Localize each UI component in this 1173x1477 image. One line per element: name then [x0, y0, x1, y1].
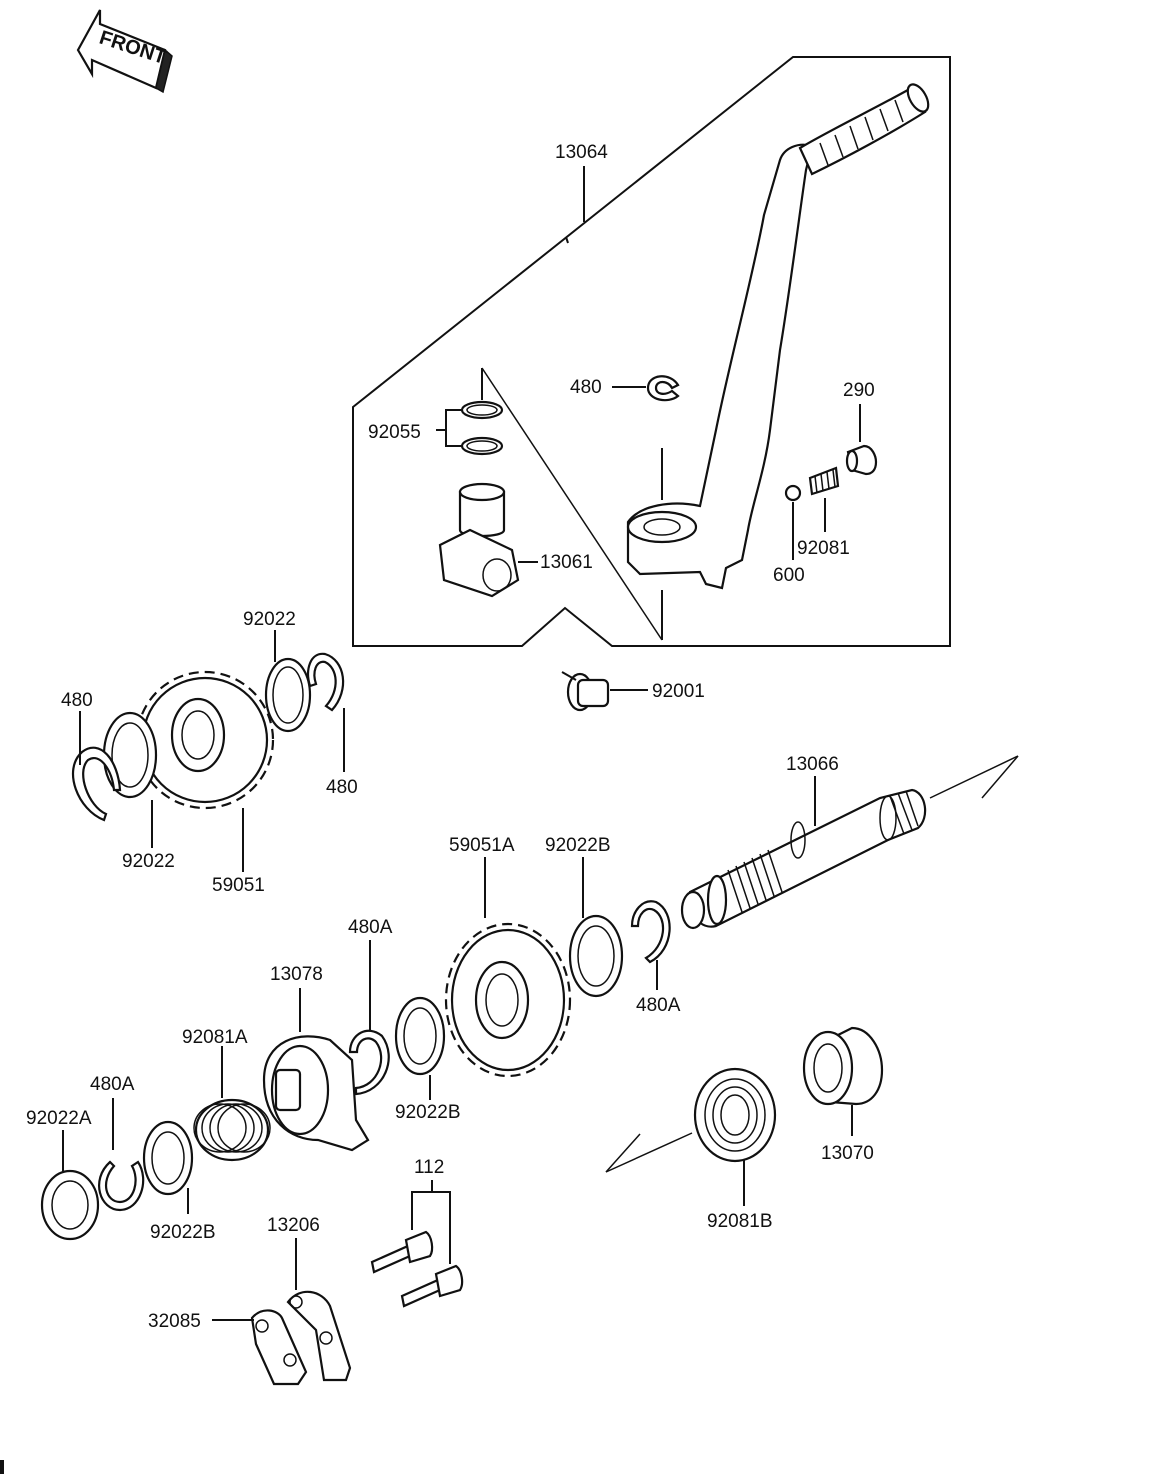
label-92022B-mid: 92022B [395, 1102, 461, 1123]
washer-92022B-mid [394, 996, 446, 1076]
plate-13206 [286, 1290, 352, 1382]
washer-92022A [40, 1169, 100, 1241]
pedal-boss-13061 [438, 400, 520, 598]
spring-92081A [193, 1098, 271, 1162]
spring-92081B [693, 1067, 777, 1163]
label-92022-left: 92022 [122, 851, 175, 872]
kick-shaft-13066 [680, 788, 927, 930]
label-13064: 13064 [555, 142, 608, 163]
label-92001: 92001 [652, 681, 705, 702]
label-600: 600 [773, 565, 805, 586]
circlip-480-left [71, 746, 122, 822]
label-480-right: 480 [326, 777, 358, 798]
label-59051: 59051 [212, 875, 265, 896]
label-480A-right: 480A [636, 995, 681, 1016]
label-13070: 13070 [821, 1143, 874, 1164]
label-92022A: 92022A [26, 1108, 92, 1129]
circlip-480A-right [630, 900, 671, 964]
circlip-480-right [307, 652, 345, 712]
label-480-left: 480 [61, 690, 93, 711]
detent-parts [784, 444, 878, 502]
label-480A-left: 480A [90, 1074, 135, 1095]
label-59051A: 59051A [449, 835, 515, 856]
label-92081A: 92081A [182, 1027, 248, 1048]
label-13078: 13078 [270, 964, 323, 985]
corner-mark [0, 1460, 4, 1474]
label-480A-mid: 480A [348, 917, 393, 938]
gear-59051A [444, 922, 572, 1078]
pedal-assembly-outline [352, 56, 951, 647]
label-112: 112 [414, 1157, 444, 1178]
label-92022B-low: 92022B [150, 1222, 216, 1243]
front-arrow-icon: FRONT [76, 9, 173, 94]
bolts-112 [370, 1230, 464, 1308]
guide-13070 [802, 1026, 884, 1106]
plate-32085 [250, 1309, 308, 1386]
label-480-top: 480 [570, 377, 602, 398]
circlip-480-top [646, 375, 680, 402]
label-32085: 32085 [148, 1311, 201, 1332]
label-13206: 13206 [267, 1215, 320, 1236]
label-13061: 13061 [540, 552, 593, 573]
label-92022-top: 92022 [243, 609, 296, 630]
label-92055: 92055 [368, 422, 421, 443]
circlip-480A-mid [348, 1029, 390, 1096]
kick-pedal-arm [626, 83, 930, 590]
gear-59051 [135, 670, 275, 810]
bolt-92001 [561, 671, 610, 712]
label-92022B-top: 92022B [545, 835, 611, 856]
label-92081B: 92081B [707, 1211, 773, 1232]
label-290: 290 [843, 380, 875, 401]
label-92081: 92081 [797, 538, 850, 559]
label-13066: 13066 [786, 754, 839, 775]
ratchet-13078 [262, 1035, 370, 1152]
circlip-480A-left [98, 1160, 145, 1212]
washer-92022B-low [142, 1120, 194, 1196]
